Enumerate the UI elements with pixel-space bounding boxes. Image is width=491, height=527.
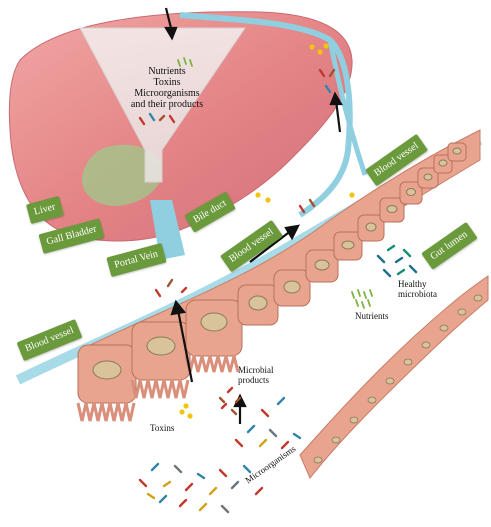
funnel-text-line-4: and their products [130, 99, 204, 110]
text-nutrients: Nutrients [355, 311, 389, 321]
funnel-text-line-1: Nutrients [148, 66, 186, 77]
funnel-text: Nutrients Toxins Microorganisms and thei… [112, 66, 222, 110]
funnel-particles [138, 68, 336, 298]
lower-epithelium-band [299, 275, 489, 479]
text-healthy-microbiota-line-1: Healthy [398, 279, 427, 289]
arrow-blood-vessel-head [284, 224, 300, 241]
nutrients-cluster [177, 57, 373, 309]
funnel [79, 27, 246, 183]
funnel-text-line-2: Toxins [153, 77, 181, 88]
lower-epithelium-nuclei [313, 294, 483, 464]
text-microbial-products-line-2: products [238, 374, 269, 385]
text-healthy-microbiota-line-2: microbiota [398, 288, 437, 299]
arrow-to-liver-head [329, 91, 343, 106]
text-toxins: Toxins [150, 423, 175, 433]
microorganisms-cluster [138, 396, 302, 514]
funnel-text-line-3: Microorganisms [134, 88, 200, 99]
text-healthy-microbiota: Healthy microbiota [398, 279, 437, 300]
bile-duct-vessel [179, 12, 353, 218]
microbial-products-cluster [218, 386, 242, 416]
arrow-up-microbial-head [170, 299, 187, 316]
healthy-microbiota-cluster [376, 244, 418, 278]
flow-arrows [164, 7, 343, 424]
right-blood-vessel [327, 39, 368, 176]
text-microbial-products: Microbial products [238, 365, 274, 386]
large-epithelial-cells [76, 142, 467, 422]
toxins-dots [179, 43, 355, 419]
particle-clusters [138, 43, 418, 514]
gall-bladder-shape [81, 144, 163, 206]
text-microbial-products-line-1: Microbial [238, 365, 274, 375]
arrow-into-funnel-head [164, 26, 178, 41]
